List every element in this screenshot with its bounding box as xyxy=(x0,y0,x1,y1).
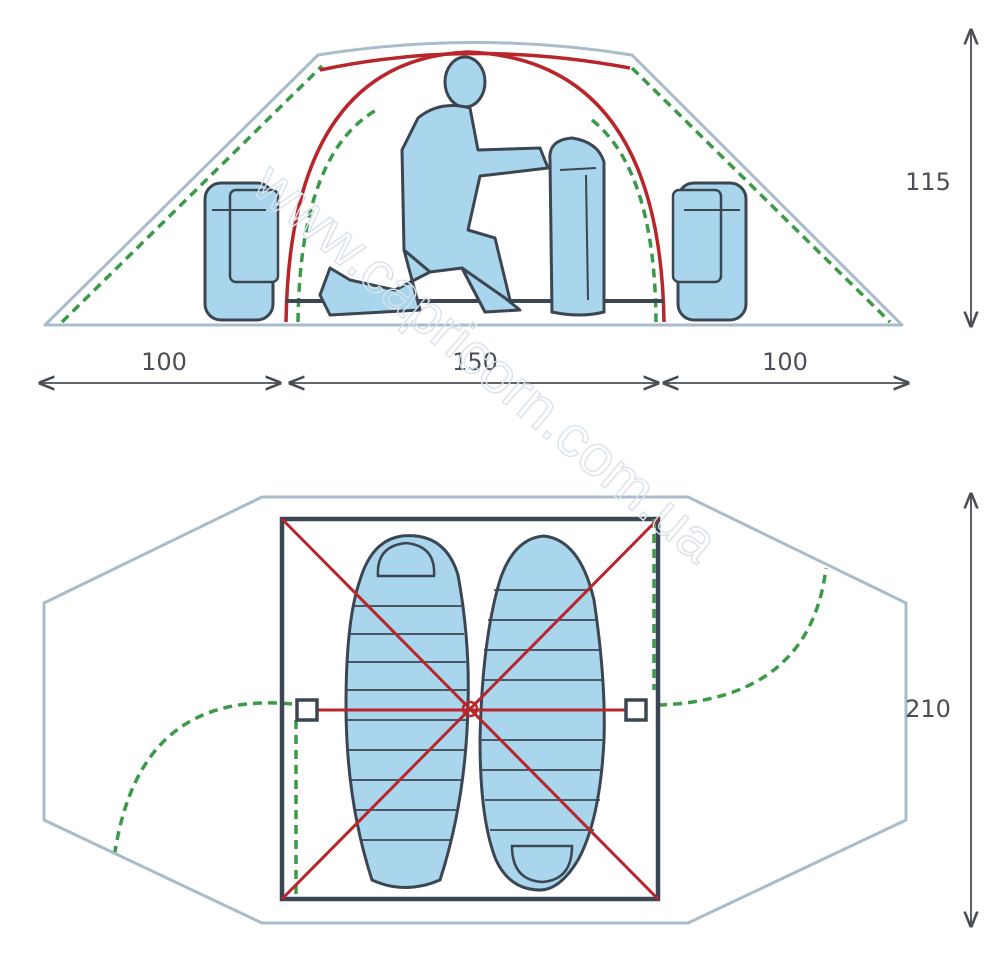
dimension-label-left: 100 xyxy=(141,348,187,376)
door-anchor-left xyxy=(295,698,319,722)
dimension-label-depth: 210 xyxy=(905,695,951,723)
fly-footprint-outline xyxy=(42,495,908,925)
outer-fly-outline xyxy=(43,41,904,327)
backpack-right-icon xyxy=(671,181,748,322)
right-door-dashed xyxy=(657,567,828,707)
dimension-label-center: 150 xyxy=(452,348,498,376)
sleeping-bag-standing-icon xyxy=(548,136,606,317)
side-view: 100 150 100 115 xyxy=(40,30,971,383)
left-door-dashed xyxy=(113,701,293,853)
inner-dome-left-dashed xyxy=(296,106,381,323)
kneeling-person-icon xyxy=(318,55,550,317)
inner-tent-left-dashed xyxy=(60,64,324,324)
dimension-label-right: 100 xyxy=(762,348,808,376)
watermark-text: www.capricorn.com.ua xyxy=(241,150,731,576)
arch-pole xyxy=(284,50,666,323)
inner-floor-rect xyxy=(279,516,661,902)
pole-hub xyxy=(461,700,479,718)
backpack-left-icon xyxy=(203,181,280,322)
dimension-label-height: 115 xyxy=(905,168,951,196)
floor-plan: 210 xyxy=(42,494,971,926)
sleeping-bag-left-icon xyxy=(344,534,470,889)
door-anchor-right xyxy=(624,698,648,722)
sleeping-bag-right-icon xyxy=(478,534,606,892)
inner-tent-right-dashed xyxy=(630,66,892,324)
inner-dome-right-dashed xyxy=(590,118,658,323)
